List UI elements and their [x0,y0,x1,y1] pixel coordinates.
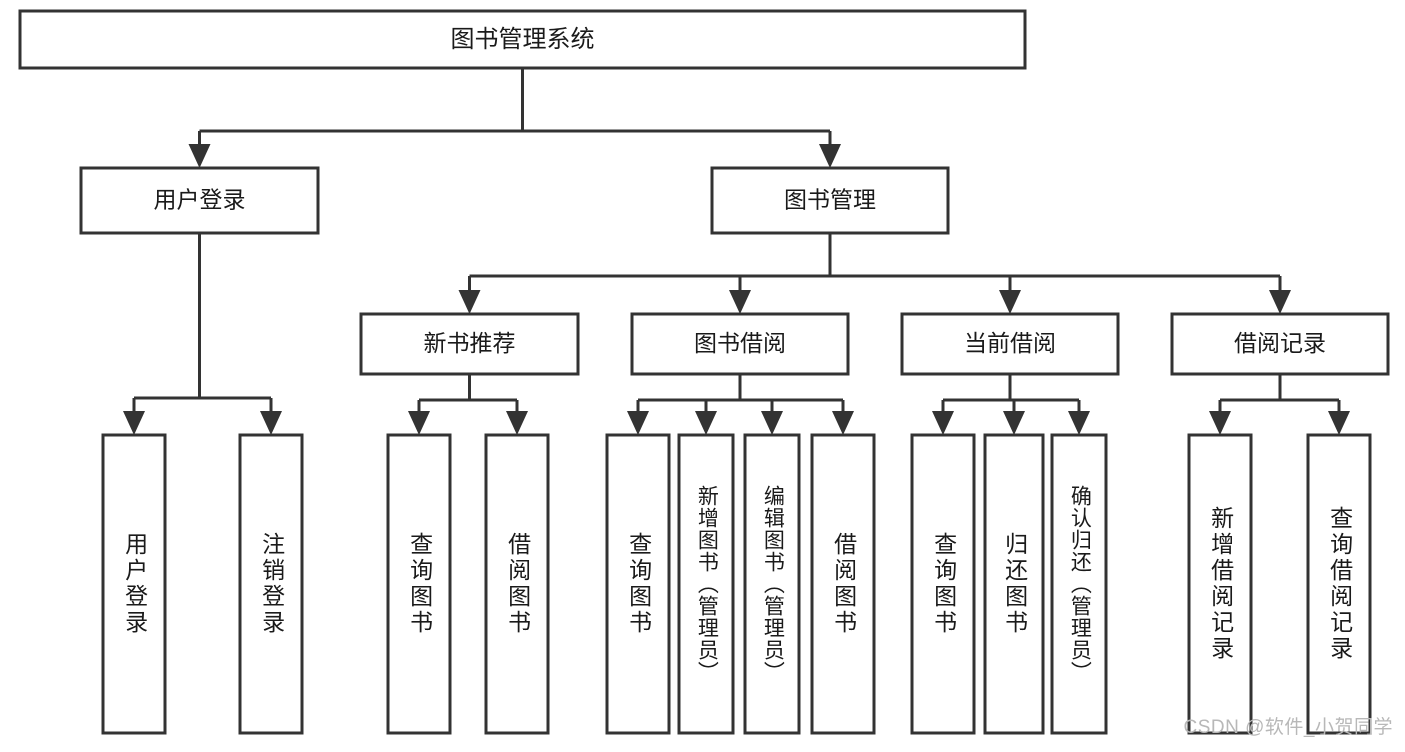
node-current-borrow[interactable] [900,312,1120,376]
conn-book-manage-arrowhead-1 [729,290,751,314]
conn-root-arrowhead-0 [188,144,211,168]
conn-book-borrow-arrowhead-2 [761,411,783,435]
node-label-root: 图书管理系统 [451,26,595,53]
node-leaf-add-record[interactable] [1187,433,1253,735]
node-leaf-query-book-cur[interactable] [910,433,976,735]
conn-user-login-arrowhead-0 [123,411,145,435]
conn-book-manage-arrowhead-2 [999,290,1021,314]
node-leaf-query-book-borrow[interactable] [605,433,671,735]
node-label-book-manage: 图书管理 [784,187,876,213]
node-borrow-record[interactable] [1170,312,1390,376]
node-user-login[interactable] [79,166,320,235]
watermark-text: CSDN @软件_小贺同学 [1183,717,1393,738]
node-root[interactable] [18,9,1027,70]
node-leaf-borrow-book[interactable] [810,433,876,735]
node-leaf-edit-book[interactable] [743,433,801,735]
conn-new-book-rec-arrowhead-0 [408,411,430,435]
connector-layer [123,68,1350,435]
node-leaf-confirm-return[interactable] [1050,433,1108,735]
node-leaf-user-login[interactable] [101,433,167,735]
node-label-user-login: 用户登录 [154,187,246,213]
node-new-book-rec[interactable] [359,312,580,376]
conn-user-login-arrowhead-1 [260,411,282,435]
conn-new-book-rec-arrowhead-1 [506,411,528,435]
conn-book-manage-arrowhead-3 [1269,290,1291,314]
node-book-manage[interactable] [710,166,950,235]
node-book-borrow[interactable] [630,312,850,376]
node-leaf-query-book-rec[interactable] [386,433,452,735]
node-label-book-borrow: 图书借阅 [694,330,786,356]
box-layer [18,9,1390,735]
node-leaf-return-book[interactable] [983,433,1045,735]
conn-book-borrow-arrowhead-3 [832,411,854,435]
node-leaf-logout[interactable] [238,433,304,735]
conn-borrow-record-arrowhead-1 [1328,411,1350,435]
node-label-current-borrow: 当前借阅 [964,330,1056,356]
node-leaf-borrow-book-rec[interactable] [484,433,550,735]
conn-current-borrow-arrowhead-0 [932,411,954,435]
conn-current-borrow-arrowhead-1 [1003,411,1025,435]
node-leaf-query-record[interactable] [1306,433,1372,735]
conn-root-arrowhead-1 [819,144,841,168]
conn-book-borrow-arrowhead-0 [627,411,649,435]
conn-borrow-record-arrowhead-0 [1209,411,1231,435]
node-label-new-book-rec: 新书推荐 [424,330,516,356]
node-label-borrow-record: 借阅记录 [1234,330,1326,356]
conn-book-borrow-arrowhead-1 [695,411,717,435]
node-leaf-add-book[interactable] [677,433,735,735]
conn-current-borrow-arrowhead-2 [1068,411,1090,435]
conn-book-manage-arrowhead-0 [458,290,481,314]
